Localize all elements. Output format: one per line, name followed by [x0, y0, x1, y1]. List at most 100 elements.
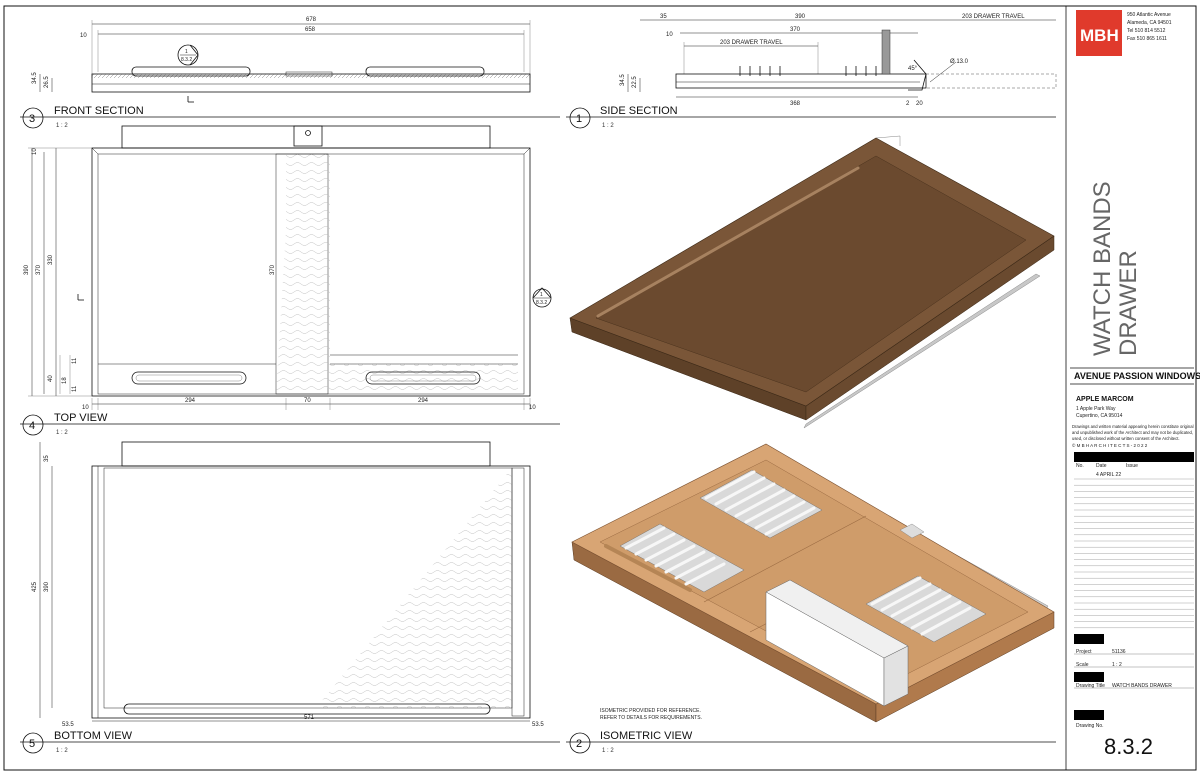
- dim-bottom-h-overall: 425: [32, 581, 38, 592]
- view-number-side-section: 1: [576, 113, 582, 125]
- drawing-number: 8.3.2: [1104, 734, 1153, 759]
- view-number-top-view: 4: [29, 420, 35, 432]
- dim-side-left: 35: [660, 14, 667, 20]
- section-tag-bottom-2: 8.3.2: [536, 300, 547, 306]
- firm-logo-box: [1076, 10, 1122, 56]
- section-tag-top-2: 1: [540, 292, 543, 298]
- dim-top-b4: 11: [72, 385, 78, 392]
- dim-top-w2: 70: [304, 398, 311, 404]
- dim-top-w1: 294: [185, 398, 196, 404]
- section-tag-top: 1: [185, 49, 188, 55]
- disclaimer-2: and unpublished work of the Architect an…: [1072, 430, 1193, 435]
- drawing-title: WATCH BANDS DRAWER: [1112, 683, 1172, 689]
- project-bar: [1074, 634, 1104, 644]
- dim-top-h-inner2: 330: [48, 254, 54, 265]
- subtitle: AVENUE PASSION WINDOWS: [1074, 371, 1200, 381]
- dim-side-travel-inner: 203 DRAWER TRAVEL: [720, 40, 783, 46]
- client-name: APPLE MARCOM: [1076, 396, 1134, 403]
- dim-front-h2: 26.5: [44, 76, 50, 88]
- project-title: WATCH BANDS DRAWER: [1089, 181, 1142, 356]
- dim-side-angle: 45°: [908, 66, 918, 72]
- view-scale-front-section: 1 : 2: [56, 123, 68, 129]
- firm-address-3: Tel 510 814 5512: [1127, 28, 1166, 34]
- view-number-isometric: 2: [576, 738, 582, 750]
- view-title-bottom-view: BOTTOM VIEW: [54, 730, 133, 742]
- firm-address-4: Fax 510 865 1611: [1127, 36, 1167, 42]
- view-label-top-view: 4 TOP VIEW 1 : 2: [20, 412, 560, 436]
- section-marker-top: 1 8.3.2: [532, 287, 552, 308]
- section-tag-bottom: 8.3.2: [181, 57, 192, 63]
- top-view-drawing: 390 370 330 370 10 40 18 11 11 10 294 70…: [24, 125, 536, 411]
- view-title-top-view: TOP VIEW: [54, 412, 108, 424]
- view-label-isometric: 2 ISOMETRIC VIEW 1 : 2: [566, 730, 1056, 754]
- bottom-view-drawing: 35 425 390 53.5 571 53.5: [32, 441, 544, 728]
- dim-bottom-top: 35: [44, 455, 50, 462]
- dim-front-h1: 34.5: [32, 72, 38, 84]
- dim-side-h1: 34.5: [620, 74, 626, 86]
- dim-top-b1: 40: [48, 375, 54, 382]
- rev-header-no: No.: [1076, 463, 1084, 469]
- dim-top-h-inner: 370: [36, 264, 42, 275]
- firm-address-1: 950 Atlantic Avenue: [1127, 12, 1171, 18]
- rev-header-date: Date: [1096, 463, 1107, 469]
- project-number: 51136: [1112, 649, 1126, 655]
- dim-front-inner: 658: [305, 27, 316, 33]
- view-scale-side-section: 1 : 2: [602, 123, 614, 129]
- client-address-2: Cupertino, CA 95014: [1076, 413, 1123, 419]
- view-title-isometric: ISOMETRIC VIEW: [600, 730, 693, 742]
- view-label-front-section: 3 FRONT SECTION 1 : 2: [20, 105, 560, 129]
- disclaimer-1: Drawings and written material appearing …: [1072, 424, 1194, 429]
- isometric-drawer-top: [569, 135, 1055, 429]
- project-title-line2: DRAWER: [1115, 250, 1142, 356]
- project-title-line1: WATCH BANDS: [1089, 181, 1116, 356]
- scale-value: 1 : 2: [1112, 662, 1122, 668]
- copyright: © M B H A R C H I T E C T S - 2 0 2 2: [1072, 442, 1148, 448]
- view-label-bottom-view: 5 BOTTOM VIEW 1 : 2: [20, 730, 560, 754]
- view-title-side-section: SIDE SECTION: [600, 105, 678, 117]
- rev-header-issue: Issue: [1126, 463, 1138, 469]
- drawing-title-label: Drawing Title: [1076, 683, 1105, 689]
- dim-side-h2: 22.5: [632, 76, 638, 88]
- view-label-side-section: 1 SIDE SECTION 1 : 2: [566, 105, 1056, 129]
- sheet-border: [3, 5, 1197, 771]
- dim-bottom-center: 571: [304, 715, 315, 721]
- dim-side-r2: 20: [916, 101, 923, 107]
- client-address-1: 1 Apple Park Way: [1076, 406, 1116, 412]
- title-bar: [1074, 672, 1104, 682]
- dim-side-left-small: 10: [666, 32, 673, 38]
- view-number-front-section: 3: [29, 113, 35, 125]
- dim-bottom-right: 53.5: [532, 722, 544, 728]
- iso-note-line2: REFER TO DETAILS FOR REQUIREMENTS.: [600, 715, 702, 721]
- section-marker: 1 8.3.2: [177, 44, 199, 66]
- dim-side-dia: Ø 13.0: [950, 59, 969, 65]
- side-section-drawing: 35 390 203 DRAWER TRAVEL 370 10 203 DRAW…: [620, 14, 1057, 107]
- project-label: Project: [1076, 649, 1092, 655]
- view-scale-isometric: 1 : 2: [602, 748, 614, 754]
- dim-side-inner: 370: [790, 27, 801, 33]
- dim-side-r1: 2: [906, 101, 910, 107]
- front-section-drawing: 678 658 10 34.5 26.5: [32, 17, 531, 103]
- dim-top-b3: 11: [72, 357, 78, 364]
- dim-side-travel: 203 DRAWER TRAVEL: [962, 14, 1025, 20]
- view-scale-top-view: 1 : 2: [56, 430, 68, 436]
- revision-lines: [1074, 478, 1194, 628]
- scale-label: Scale: [1076, 662, 1089, 668]
- disclaimer-3: used, or disclosed without written conse…: [1072, 436, 1180, 441]
- dim-top-w-right: 10: [529, 405, 536, 411]
- drawing-no-label: Drawing No.: [1076, 723, 1104, 729]
- dim-front-overall: 678: [306, 17, 317, 23]
- dim-bottom-h-inner: 390: [44, 581, 50, 592]
- dim-top-h-center: 370: [270, 264, 276, 275]
- dim-top-h-overall: 390: [24, 264, 30, 275]
- dim-top-w3: 294: [418, 398, 429, 404]
- rev-row-date: 4 APRIL 22: [1096, 472, 1121, 478]
- isometric-drawer-tray: [571, 443, 1055, 723]
- dim-side-overall: 390: [795, 14, 806, 20]
- firm-logo: MBH: [1080, 26, 1119, 45]
- view-number-bottom-view: 5: [29, 738, 35, 750]
- iso-note-line1: ISOMETRIC PROVIDED FOR REFERENCE.: [600, 708, 701, 714]
- dim-top-b2: 18: [62, 377, 68, 384]
- drawing-no-bar: [1074, 710, 1104, 720]
- dim-bottom-left: 53.5: [62, 722, 74, 728]
